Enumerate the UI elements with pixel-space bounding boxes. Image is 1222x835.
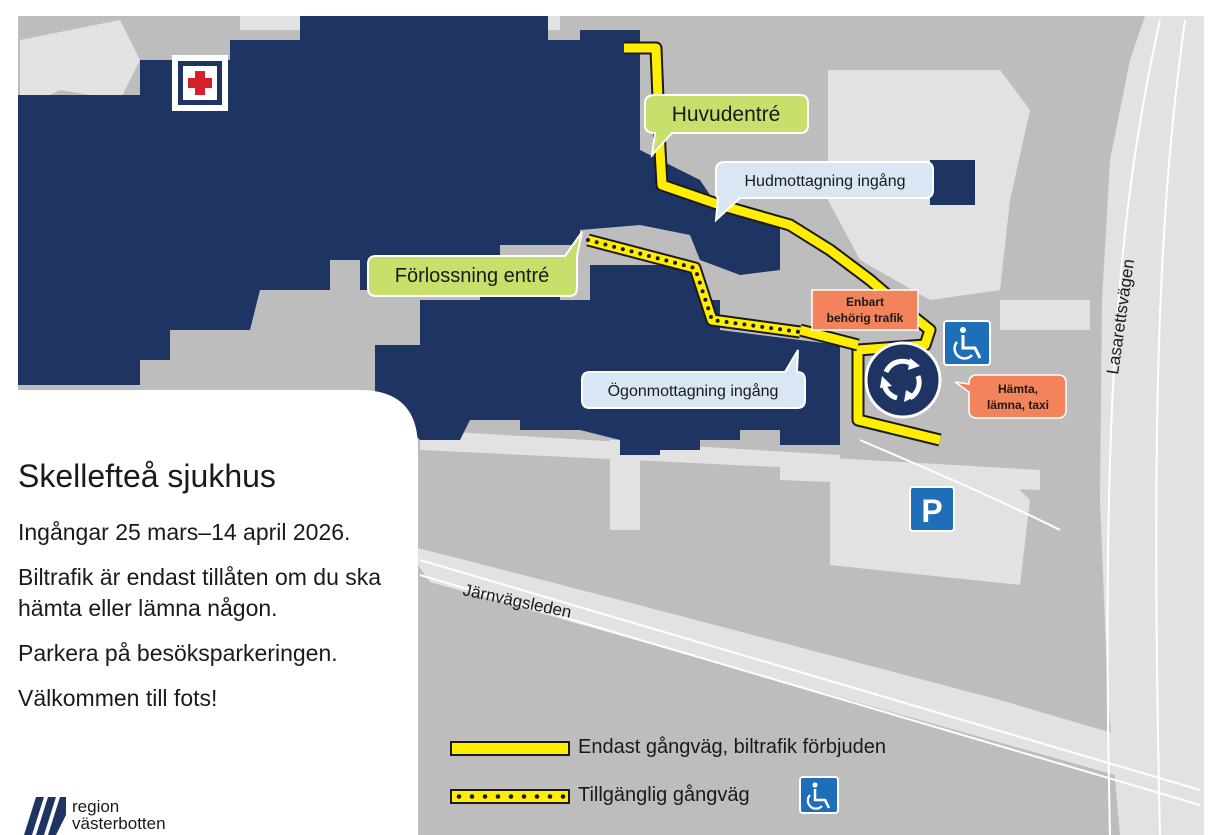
logo-line1: region: [72, 797, 120, 816]
legend-solid-swatch: [450, 741, 570, 756]
info-panel-background: [0, 390, 418, 835]
behorig-line1: Enbart: [846, 295, 884, 309]
callout-forlossning: Förlossning entré: [367, 231, 583, 297]
callout-huvudentre: Huvudentré: [644, 94, 809, 159]
roads: [20, 16, 1204, 835]
legend-dotted-swatch: [450, 789, 570, 804]
legend-dotted-label: Tillgänglig gångväg: [578, 784, 750, 806]
huvudentre-label: Huvudentré: [672, 103, 781, 126]
region-vasterbotten-logo: region västerbotten: [22, 795, 166, 835]
logo-text: region västerbotten: [72, 798, 166, 832]
callout-behorig-trafik: Enbart behörig trafik: [811, 289, 919, 331]
ogonmottagning-label: Ögonmottagning ingång: [608, 382, 779, 400]
parking-symbol: P: [921, 493, 942, 529]
hamta-line2: lämna, taxi: [987, 398, 1049, 412]
legend-wheelchair-icon: [799, 776, 839, 814]
legend-dotted: Tillgänglig gångväg: [578, 784, 750, 807]
info-parking: Parkera på besöksparkeringen.: [18, 640, 338, 666]
callout-hudmottagning: Hudmottagning ingång: [714, 161, 934, 223]
roundabout-icon: [864, 341, 942, 419]
parking-icon: P: [909, 486, 955, 532]
legend-solid-label: Endast gångväg, biltrafik förbjuden: [578, 736, 886, 758]
hamta-line1: Hämta,: [998, 382, 1038, 396]
legend-solid: Endast gångväg, biltrafik förbjuden: [578, 736, 886, 759]
forlossning-label: Förlossning entré: [395, 265, 550, 287]
info-traffic: Biltrafik är endast tillåten om du ska h…: [18, 564, 382, 621]
info-panel: Skellefteå sjukhus Ingångar 25 mars–14 a…: [18, 458, 413, 728]
region-logo-mark: [24, 797, 66, 835]
hudmottagning-label: Hudmottagning ingång: [744, 172, 905, 190]
behorig-line2: behörig trafik: [827, 311, 904, 325]
hospital-cross-icon: [172, 55, 228, 111]
info-welcome: Välkommen till fots!: [18, 685, 218, 711]
callout-hamta-lamna-taxi: Hämta, lämna, taxi: [954, 374, 1067, 419]
road-lines: [419, 19, 1201, 835]
hospital-title: Skellefteå sjukhus: [18, 458, 276, 494]
info-dates: Ingångar 25 mars–14 april 2026.: [18, 519, 351, 545]
callout-ogonmottagning: Ögonmottagning ingång: [581, 349, 806, 409]
wheelchair-icon: [943, 320, 991, 366]
logo-line2: västerbotten: [72, 814, 166, 833]
